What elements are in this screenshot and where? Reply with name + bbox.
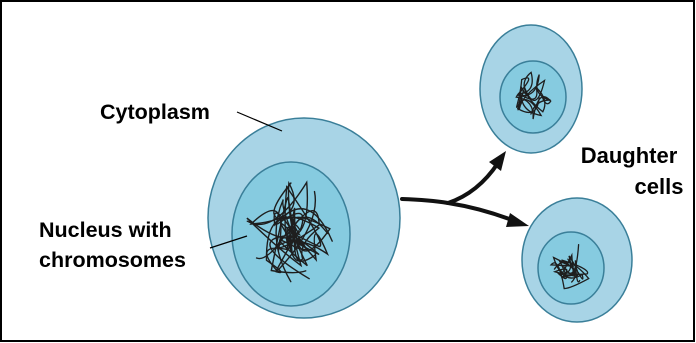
cytoplasm-label: Cytoplasm	[100, 100, 210, 124]
daughter-cell-bottom	[522, 198, 632, 322]
daughter-top-nucleus	[500, 61, 566, 133]
nucleus-label-line1: Nucleus with	[39, 218, 172, 242]
parent-cell	[208, 118, 400, 318]
daughter-bottom-nucleus	[538, 232, 604, 304]
daughter-cells-label-line2: cells	[635, 174, 684, 199]
daughter-cell-top	[480, 25, 582, 153]
nucleus-label-line2: chromosomes	[39, 248, 186, 272]
daughter-cells-label-line1: Daughter	[581, 143, 678, 168]
